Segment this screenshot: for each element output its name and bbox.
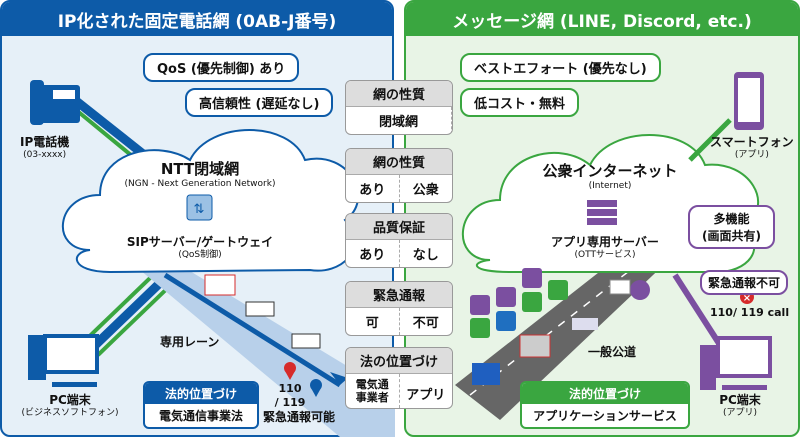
sip-gateway-icon: ⇅ [186, 194, 213, 221]
pc-connection [672, 273, 723, 347]
app-server-label: アプリ専用サーバー(OTTサービス) [530, 235, 680, 261]
app-server-subtitle: (OTTサービス) [574, 250, 636, 260]
pc-right-label: PC端末(アプリ) [705, 393, 775, 419]
svg-text:×: × [743, 293, 751, 304]
car-icon [572, 318, 598, 330]
app-server-icon [587, 200, 617, 225]
qos-bubble: QoS (優先制御) あり [143, 53, 300, 82]
location-pin-blue-icon [310, 379, 322, 397]
compare-legal: 法の位置づけ電気通 事業者アプリ [345, 347, 453, 410]
chat-icon [470, 318, 490, 338]
ip-phone-number: (03-xxxx) [23, 150, 67, 160]
sip-server-label: SIPサーバー/ゲートウェイ(QoS制御) [110, 235, 290, 261]
smartphone-subtitle: (アプリ) [734, 150, 769, 160]
pc-left-icon [28, 334, 99, 387]
sip-server-name: SIPサーバー/ゲートウェイ [126, 235, 274, 249]
reliability-bubble: 高信頼性 (遅延なし) [185, 88, 334, 117]
multifunction-bubble: 多機能 (画面共有) [688, 205, 775, 249]
right-legal-box: 法的位置づけアプリケーションサービス [520, 381, 690, 429]
compare-title: 緊急通報 [346, 282, 452, 308]
emergency-number: 110 / 119 [274, 382, 306, 409]
compare-value-left: あり [346, 240, 400, 267]
ip-phone-label: IP電話機(03-xxxx) [20, 135, 69, 161]
location-pin-red-icon [284, 362, 296, 380]
video-icon [496, 287, 516, 307]
microphone-icon [496, 311, 516, 331]
truck-icon [519, 334, 551, 358]
best-effort-bubble: ベストエフォート (優先なし) [460, 53, 661, 82]
pc-left-label: PC端末(ビジネスソフトフォン) [5, 393, 135, 419]
internet-cloud-label: 公衆インターネット(Internet) [510, 162, 710, 192]
sip-server-subtitle: (QoS制御) [178, 250, 222, 260]
smartphone-connection [688, 118, 732, 162]
compare-value-right: 不可 [412, 316, 439, 331]
compare-network-type: 網の性質閉域網 [345, 80, 453, 135]
emergency-call-label: 110/ 119 call [710, 306, 790, 319]
ntt-cloud-title: NTT閉域網 [160, 160, 240, 178]
pc-right-subtitle: (アプリ) [722, 408, 758, 418]
compare-title: 品質保証 [346, 214, 452, 240]
compare-emergency: 緊急通報可不可 [345, 281, 453, 336]
left-legal-title: 法的位置づけ [145, 383, 257, 404]
user-icon [548, 280, 568, 300]
truck-icon [472, 363, 500, 385]
compare-title: 網の性質 [346, 81, 452, 107]
public-road-label: 一般公道 [588, 345, 637, 359]
pc-right-icon [700, 336, 772, 390]
pc-right-name: PC端末 [719, 393, 761, 407]
svg-text:⇅: ⇅ [194, 202, 205, 217]
low-cost-bubble: 低コスト・無料 [460, 88, 580, 117]
compare-value-right: アプリ [406, 388, 446, 403]
left-legal-value: 電気通信事業法 [158, 409, 243, 423]
compare-title: 法の位置づけ [346, 348, 452, 374]
ip-phone-icon [30, 80, 80, 125]
messaging-title: メッセージ網 (LINE, Discord, etc.) [406, 2, 798, 36]
compare-value-right: 公衆 [412, 183, 439, 198]
compare-quality: 品質保証ありなし [345, 213, 453, 268]
compare-value-left: 可 [346, 308, 400, 335]
speaker-icon [522, 268, 542, 288]
ambulance-icon [204, 274, 236, 296]
pc-left-subtitle: (ビジネスソフトフォン) [21, 408, 119, 418]
mail-icon [609, 279, 631, 295]
smartphone-icon [734, 72, 764, 130]
compare-value-right: なし [412, 248, 439, 263]
lane-arrow-head [330, 372, 348, 385]
internet-cloud-subtitle: (Internet) [588, 180, 632, 191]
smartphone-name: スマートフォン [710, 135, 794, 149]
fixed-line-title: IP化された固定電話網 (0AB-J番号) [2, 2, 392, 36]
right-legal-value: アプリケーションサービス [533, 409, 677, 423]
chat-icon [522, 292, 542, 312]
ntt-cloud-label: NTT閉域網(NGN - Next Generation Network) [110, 160, 290, 190]
left-legal-box: 法的位置づけ電気通信事業法 [143, 381, 259, 429]
ip-phone-name: IP電話機 [20, 135, 70, 149]
speaker-icon [470, 295, 490, 315]
right-legal-title: 法的位置づけ [522, 383, 688, 404]
globe-icon [630, 280, 650, 300]
emergency-possible-label: 緊急通報可能 [263, 410, 336, 424]
smartphone-label: スマートフォン(アプリ) [710, 135, 794, 161]
no-emergency-badge: 緊急通報不可 [700, 270, 789, 295]
dedicated-lane [140, 262, 395, 437]
app-server-name: アプリ専用サーバー [551, 235, 659, 249]
compare-value-left: 電気通 事業者 [346, 374, 400, 409]
compare-title: 網の性質 [346, 149, 452, 175]
police-car-icon [291, 333, 321, 349]
app-icons [470, 268, 650, 338]
dedicated-lane-label: 専用レーン [160, 335, 220, 349]
compare-network-openness: 網の性質あり公衆 [345, 148, 453, 203]
ntt-cloud-subtitle: (NGN - Next Generation Network) [124, 178, 276, 189]
internet-cloud-title: 公衆インターネット [542, 162, 678, 180]
lane-arrow [163, 272, 342, 388]
police-car-icon [245, 301, 275, 317]
compare-value: 閉域網 [346, 107, 452, 134]
pc-left-name: PC端末 [49, 393, 91, 407]
compare-value-left: あり [346, 175, 400, 202]
